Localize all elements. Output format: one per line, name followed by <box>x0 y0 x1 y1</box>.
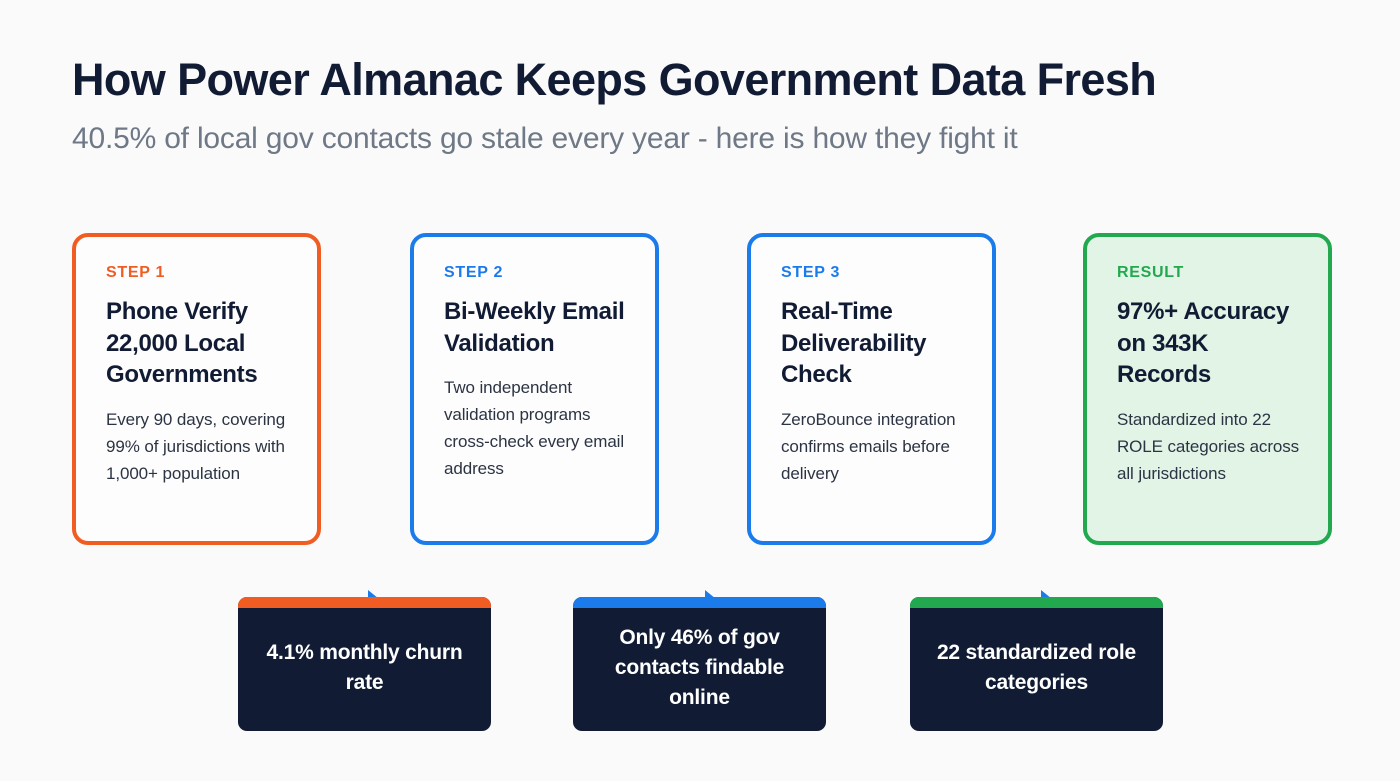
page-title: How Power Almanac Keeps Government Data … <box>72 54 1157 105</box>
stat-card-row: 4.1% monthly churn rate Only 46% of gov … <box>0 597 1400 731</box>
stat-card-text: Only 46% of gov contacts findable online <box>614 626 785 709</box>
stat-accent-bar <box>573 597 826 608</box>
result-body: Standardized into 22 ROLE categories acr… <box>1117 410 1300 483</box>
step-card-3[interactable]: STEP 3 Real-Time Deliverability Check Ze… <box>747 233 996 545</box>
step-heading-3: Real-Time Deliverability Check <box>781 298 927 389</box>
step-card-2[interactable]: STEP 2 Bi-Weekly Email Validation Two in… <box>410 233 659 545</box>
stat-card-text: 22 standardized role categories <box>936 641 1137 694</box>
stat-card-findable-online[interactable]: Only 46% of gov contacts findable online <box>573 597 826 731</box>
step-card-1[interactable]: STEP 1 Phone Verify 22,000 Local Governm… <box>72 233 321 545</box>
stat-card-role-categories[interactable]: 22 standardized role categories <box>910 597 1163 731</box>
page-subtitle: 40.5% of local gov contacts go stale eve… <box>72 121 1018 155</box>
step-body-2: Two independent validation programs cros… <box>444 378 625 478</box>
process-flow: STEP 1 Phone Verify 22,000 Local Governm… <box>0 233 1400 642</box>
stat-accent-bar <box>910 597 1163 608</box>
step-eyebrow-3: STEP 3 <box>781 264 841 281</box>
stat-card-text: 4.1% monthly churn rate <box>266 641 463 694</box>
result-eyebrow: RESULT <box>1117 264 1185 281</box>
step-heading-1: Phone Verify 22,000 Local Governments <box>106 298 258 389</box>
step-body-1: Every 90 days, covering 99% of jurisdict… <box>106 410 286 483</box>
step-body-3: ZeroBounce integration confirms emails b… <box>781 410 956 483</box>
step-eyebrow-2: STEP 2 <box>444 264 504 281</box>
result-card[interactable]: RESULT 97%+ Accuracy on 343K Records Sta… <box>1083 233 1332 545</box>
stat-accent-bar <box>238 597 491 608</box>
header: How Power Almanac Keeps Government Data … <box>72 54 1332 157</box>
stat-card-churn-rate[interactable]: 4.1% monthly churn rate <box>238 597 491 731</box>
step-eyebrow-1: STEP 1 <box>106 264 166 281</box>
result-heading: 97%+ Accuracy on 343K Records <box>1117 298 1289 389</box>
step-heading-2: Bi-Weekly Email Validation <box>444 298 625 357</box>
